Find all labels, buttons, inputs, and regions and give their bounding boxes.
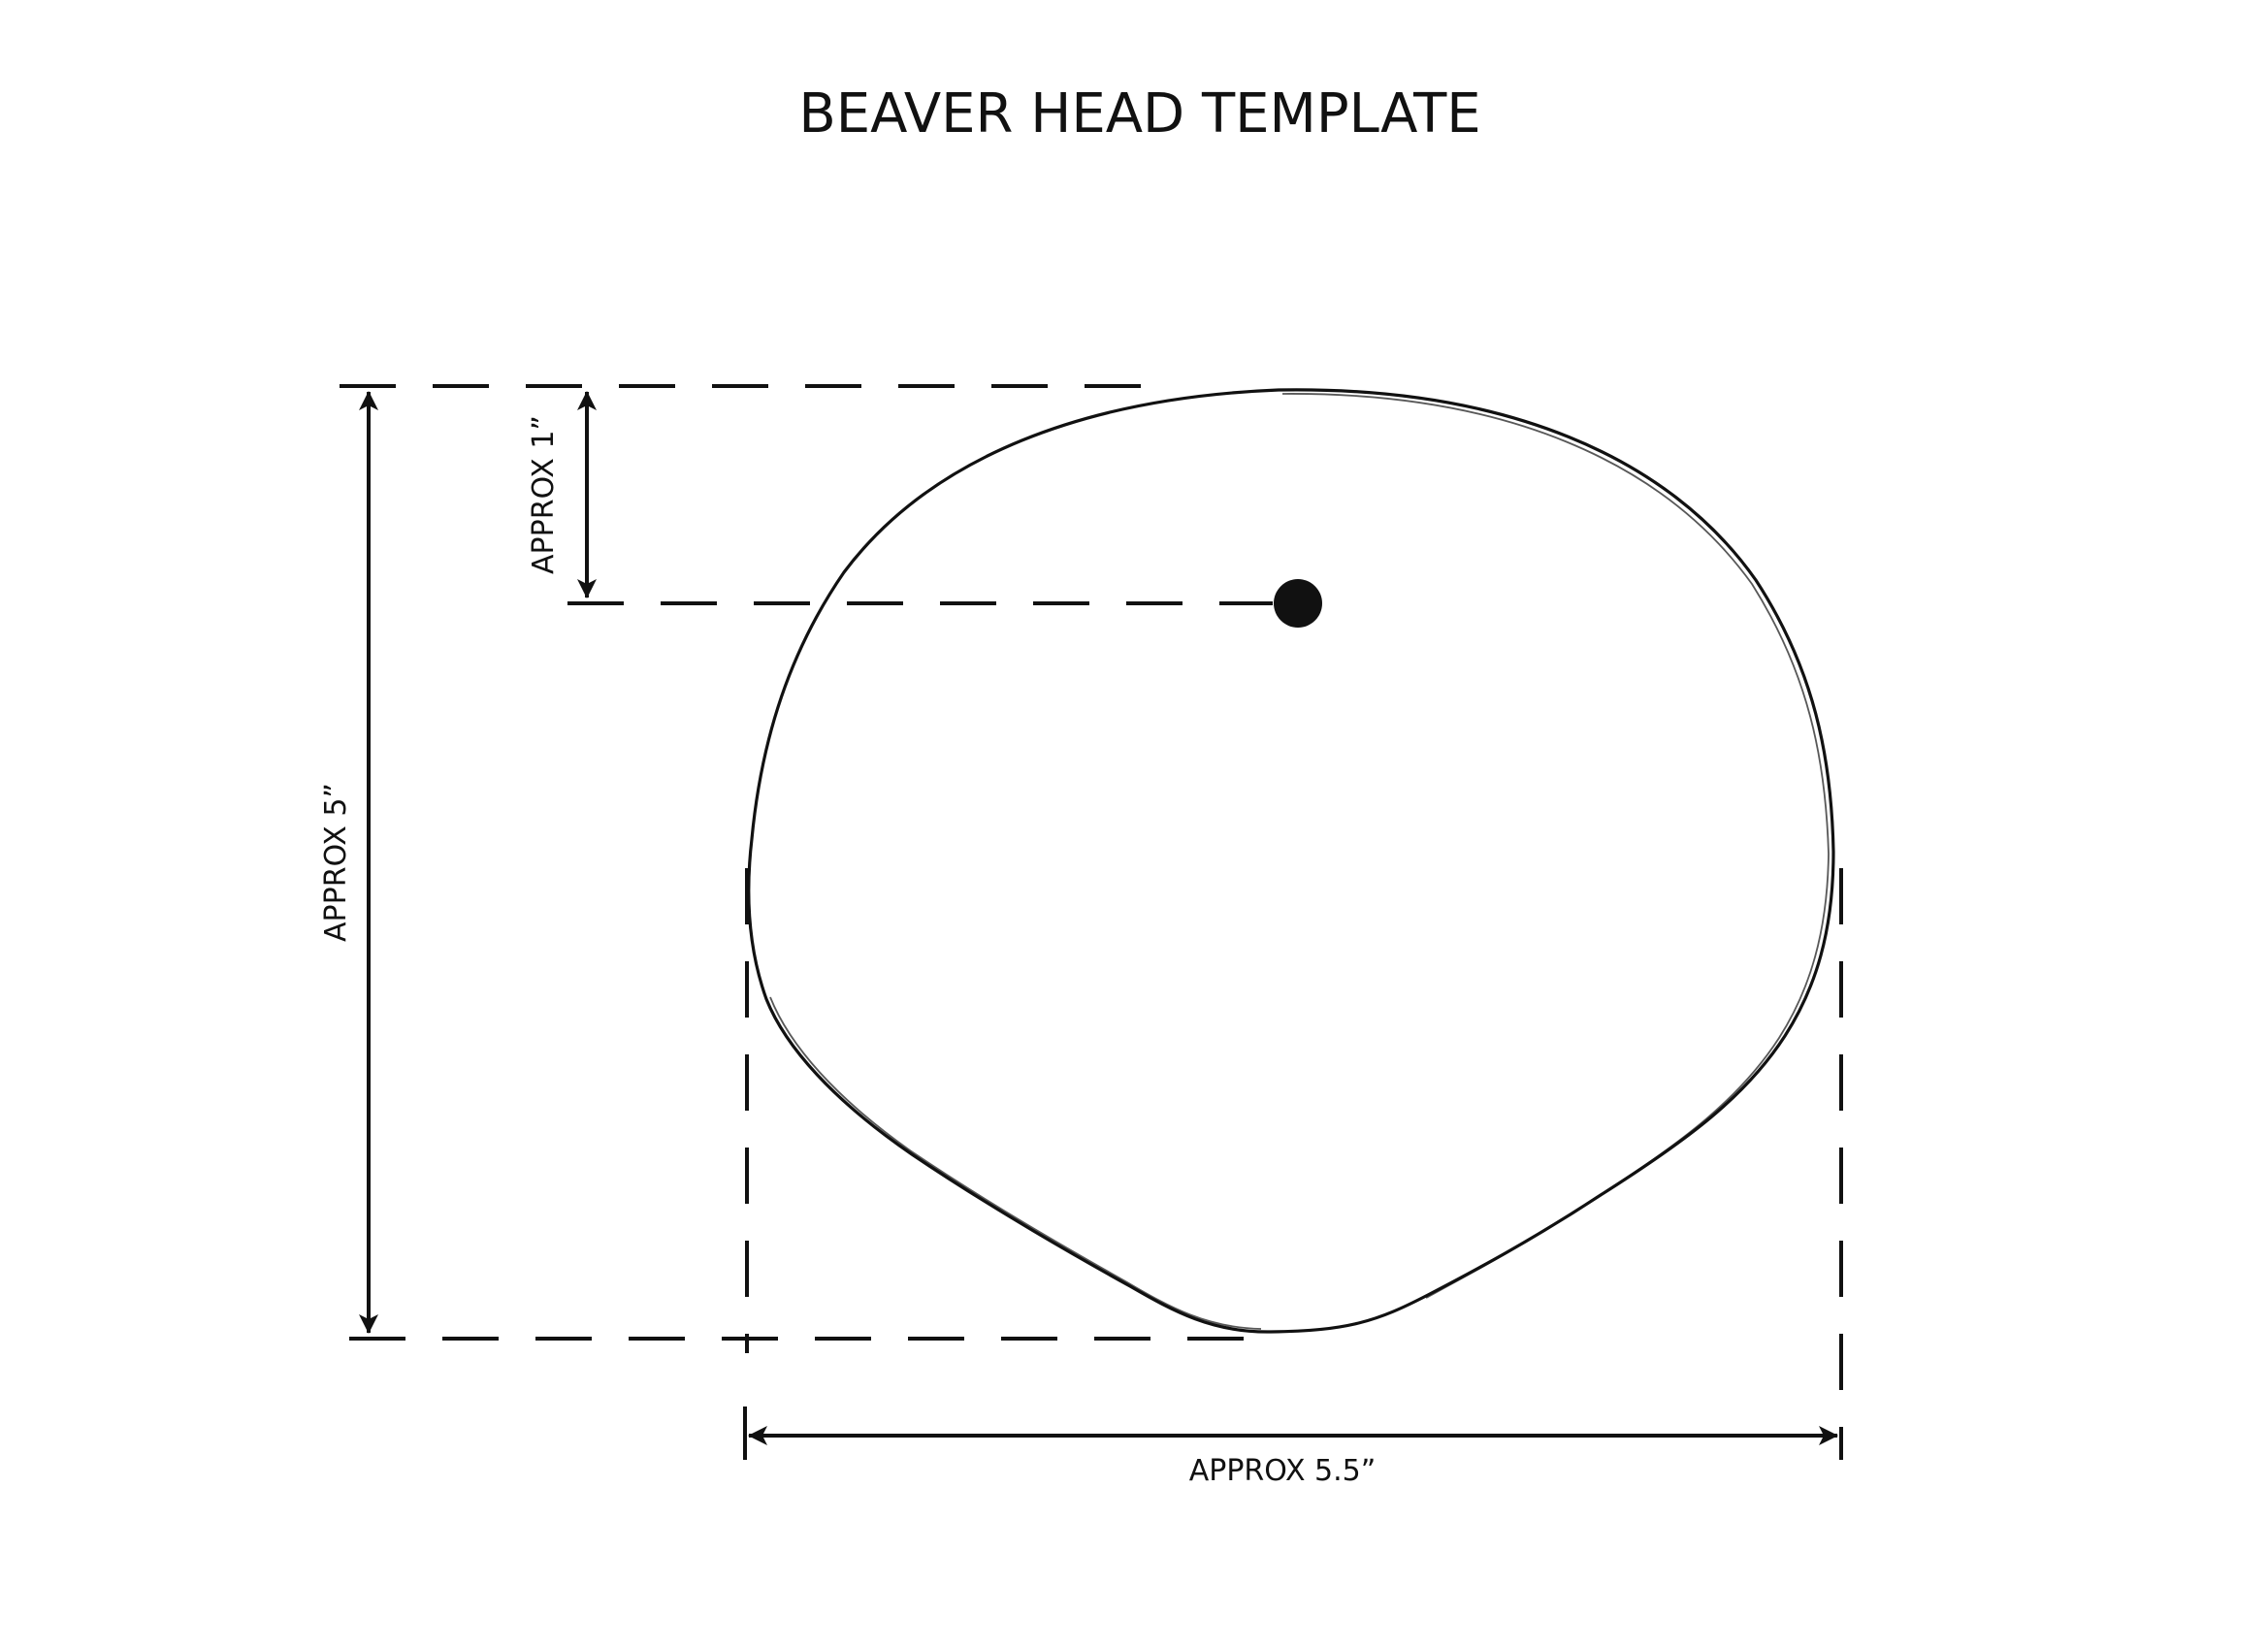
beaver-head-outline bbox=[747, 388, 1835, 1334]
beaver-head-outline-sketch bbox=[1281, 393, 1830, 1299]
eye-marker-dot bbox=[1274, 579, 1322, 628]
width-dimension-label: APPROX 5.5” bbox=[1189, 1454, 1377, 1488]
beaver-head-outline-sketch-lower bbox=[769, 996, 1262, 1330]
height-dimension-label: APPROX 5” bbox=[319, 783, 353, 942]
eye-offset-dimension-label: APPROX 1” bbox=[527, 415, 561, 574]
page-title: BEAVER HEAD TEMPLATE bbox=[798, 82, 1480, 146]
